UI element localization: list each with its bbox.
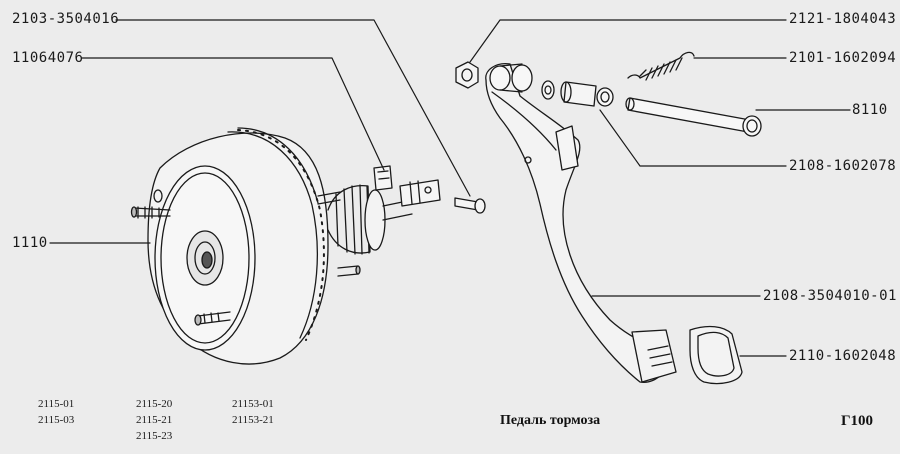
model-list-col2: 2115-20 2115-21 2115-23 (136, 398, 172, 443)
callout-brake-pedal: 2108-3504010-01 (763, 288, 897, 304)
model-code: 2115-03 (38, 414, 75, 426)
model-code: 21153-21 (232, 414, 274, 426)
callout-booster-nut: 2103-3504016 (12, 11, 120, 27)
model-code: 2115-23 (136, 430, 173, 442)
model-code: 2115-01 (38, 398, 75, 410)
callout-pedal-bracket: 2121-1804043 (789, 11, 897, 27)
callout-bushing: 2108-1602078 (789, 158, 897, 174)
callout-pedal-pad: 2110-1602048 (789, 348, 897, 364)
model-list-col3: 21153-01 21153-21 (232, 398, 274, 427)
model-code: 2115-21 (136, 414, 173, 426)
callout-vacuum-booster: 1110 (12, 235, 48, 251)
page-caption: Педаль тормоза (500, 413, 601, 428)
vacuum-booster-drawing (132, 128, 486, 364)
model-list-col1: 2115-01 2115-03 (38, 398, 74, 427)
model-code: 2115-20 (136, 398, 173, 410)
leader-lines (50, 20, 850, 356)
figure-code: Г100 (841, 413, 874, 429)
callout-pedal-axle: 8110 (852, 102, 888, 118)
model-code: 21153-01 (232, 398, 274, 410)
callout-return-spring: 2101-1602094 (789, 50, 897, 66)
callout-brake-light-switch: 11064076 (12, 50, 84, 66)
brake-pedal-drawing (456, 52, 761, 383)
